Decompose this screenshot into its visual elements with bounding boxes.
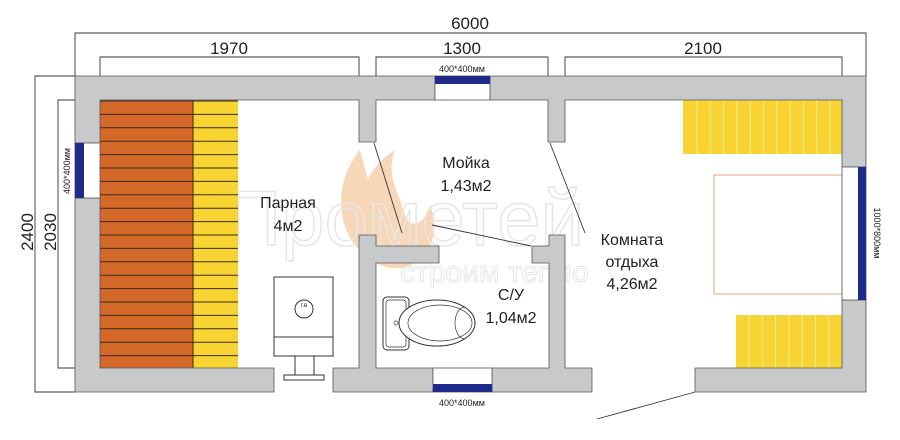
bed	[713, 174, 843, 295]
toilet	[382, 296, 476, 351]
stove-label: г.в	[301, 303, 307, 309]
dim-wash-width: 1300	[443, 39, 481, 58]
rest-bench-bottom	[736, 315, 842, 368]
dim-steam-width: 1970	[210, 39, 248, 58]
steam-bench	[100, 100, 238, 368]
window-right-size: 1000*800мм	[872, 208, 882, 259]
room-wc-area: 1,04м2	[485, 310, 536, 327]
stove: г.в	[273, 276, 334, 381]
room-steam-name: Парная	[260, 195, 316, 212]
window-left-size: 400*400мм	[62, 148, 72, 194]
window-bottom-size: 400*400мм	[439, 398, 485, 408]
room-wc-name: С/У	[498, 287, 525, 304]
room-steam-area: 4м2	[274, 218, 303, 235]
window-bottom	[432, 367, 493, 393]
window-top-size: 400*400мм	[439, 64, 485, 74]
rest-bench-top	[683, 100, 842, 154]
window-top	[434, 75, 491, 101]
dim-rest-width: 2100	[684, 39, 722, 58]
dim-inner-height: 2030	[41, 213, 60, 251]
dim-total-height: 2400	[18, 213, 37, 251]
door-swings	[373, 142, 696, 420]
room-rest-name-1: Комната	[601, 232, 664, 249]
room-rest-area: 4,26м2	[606, 276, 657, 293]
room-rest-name-2: отдыха	[606, 254, 659, 271]
window-right	[841, 166, 867, 301]
room-wash-name: Мойка	[442, 155, 490, 172]
room-wash-area: 1,43м2	[440, 178, 491, 195]
dim-total-width: 6000	[451, 14, 489, 33]
window-left	[74, 142, 101, 199]
walls	[74, 75, 867, 393]
dimension-lines	[34, 32, 867, 393]
